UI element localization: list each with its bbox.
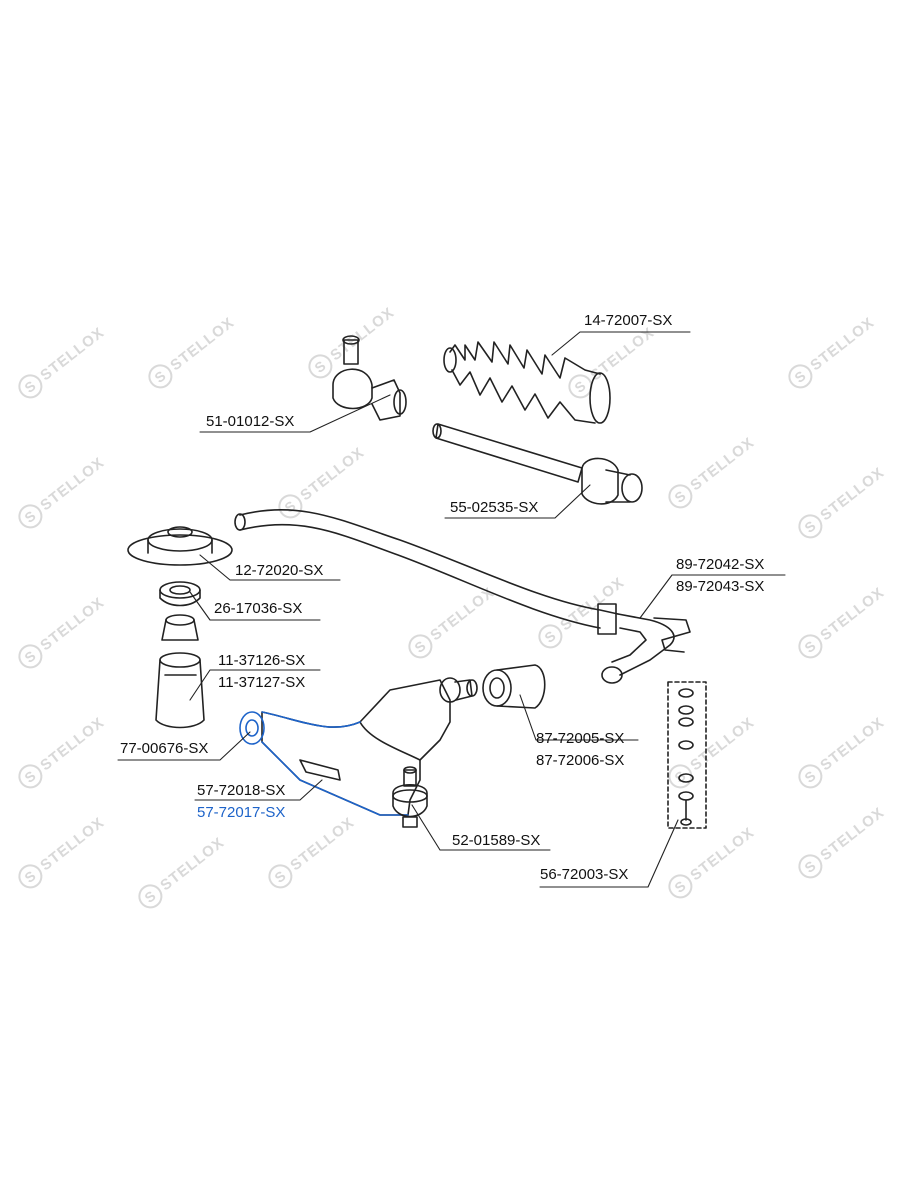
bump-stop (155, 614, 205, 729)
part-label-57-72018-sx[interactable]: 57-72018-SX (197, 782, 286, 799)
part-label-51-01012-sx[interactable]: 51-01012-SX (206, 413, 295, 430)
steering-boot (443, 341, 611, 424)
part-label-52-01589-sx[interactable]: 52-01589-SX (452, 832, 541, 849)
part-label-89-72042-sx[interactable]: 89-72042-SX (676, 556, 765, 573)
part-label-11-37126-sx[interactable]: 11-37126-SX (218, 652, 306, 669)
part-label-12-72020-sx[interactable]: 12-72020-SX (235, 562, 324, 579)
part-label-89-72043-sx[interactable]: 89-72043-SX (676, 578, 765, 595)
part-label-77-00676-sx[interactable]: 77-00676-SX (120, 740, 209, 757)
part-label-26-17036-sx[interactable]: 26-17036-SX (214, 600, 303, 617)
ball-joint (392, 766, 428, 828)
tie-rod-end (332, 335, 407, 421)
leader-lines (117, 331, 786, 888)
inner-tie-rod (432, 423, 643, 505)
stabilizer-bar (234, 509, 675, 684)
stabilizer-link-kit (667, 681, 707, 829)
strut-mount (127, 526, 233, 566)
part-label-87-72006-sx[interactable]: 87-72006-SX (536, 752, 625, 769)
strut-bearing (159, 581, 201, 607)
part-label-56-72003-sx[interactable]: 56-72003-SX (540, 866, 629, 883)
part-label-55-02535-sx[interactable]: 55-02535-SX (450, 499, 539, 516)
stabilizer-bracket (653, 617, 691, 653)
arm-bushing (482, 664, 546, 709)
part-label-14-72007-sx[interactable]: 14-72007-SX (584, 312, 673, 329)
part-label-87-72005-sx[interactable]: 87-72005-SX (536, 730, 625, 747)
part-label-11-37127-sx[interactable]: 11-37127-SX (218, 674, 306, 691)
lower-arm-bushing (239, 711, 409, 816)
part-label-57-72017-sx[interactable]: 57-72017-SX (197, 804, 286, 821)
lower-control-arm (261, 677, 478, 816)
